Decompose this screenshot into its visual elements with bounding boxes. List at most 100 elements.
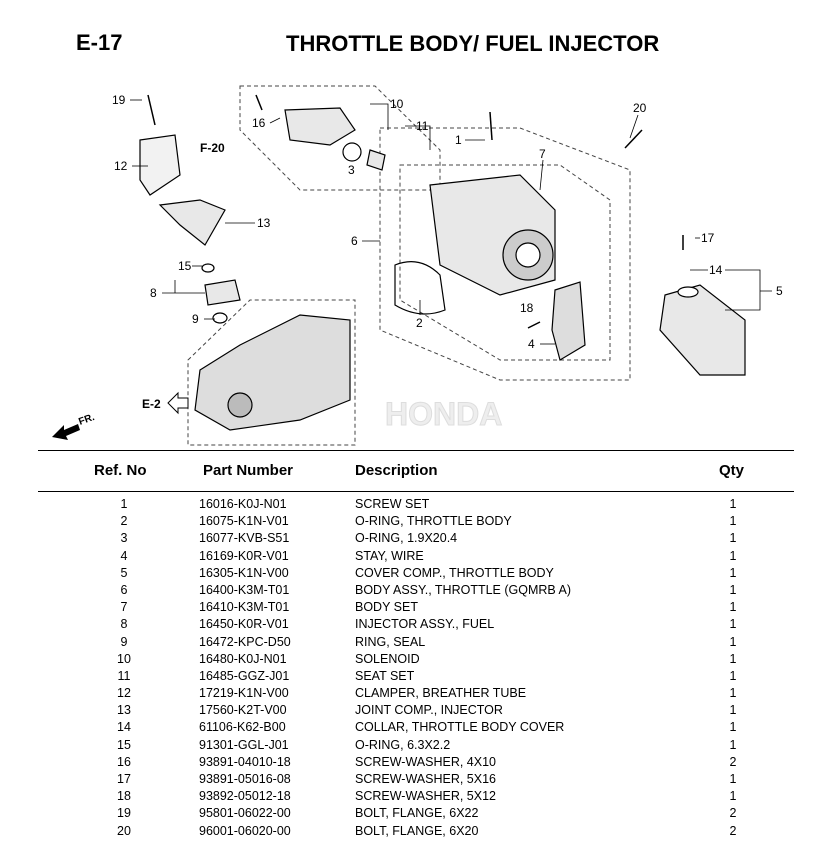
description: STAY, WIRE: [355, 548, 424, 563]
callout-1: 1: [455, 133, 462, 147]
honda-watermark: HONDA: [385, 396, 502, 432]
qty: 1: [729, 617, 737, 632]
ref-no: 11: [117, 668, 131, 683]
group-box-intake: [187, 299, 356, 446]
col-header-ref: Ref. No: [94, 462, 147, 479]
description: O-RING, 1.9X20.4: [355, 531, 458, 546]
col-header-desc: Description: [355, 462, 438, 479]
callout-10: 10: [390, 97, 404, 111]
stay-part: [551, 281, 586, 361]
ref-no: 3: [120, 531, 128, 546]
qty: 1: [729, 600, 737, 615]
description: BODY SET: [355, 600, 418, 615]
ref-no: 5: [120, 565, 128, 580]
ref-f20: F-20: [200, 141, 225, 155]
ref-no: 7: [120, 600, 128, 615]
part-number: 16075-K1N-V01: [199, 514, 289, 529]
col-header-part: Part Number: [203, 462, 294, 479]
qty: 1: [729, 531, 737, 546]
qty: 1: [729, 634, 737, 649]
clamper-part: [139, 134, 181, 196]
callout-20: 20: [633, 101, 647, 115]
description: SCREW-WASHER, 4X10: [355, 754, 497, 769]
callout-19: 19: [112, 93, 126, 107]
table-row: 7 16410-K3M-T01 BODY SET 1: [0, 599, 840, 616]
front-arrow-icon: [52, 424, 80, 440]
callout-9: 9: [192, 312, 199, 326]
table-row: 4 16169-K0R-V01 STAY, WIRE 1: [0, 548, 840, 565]
table-top-rule: [38, 450, 794, 451]
description: O-RING, 6.3X2.2: [355, 737, 451, 752]
page-title: THROTTLE BODY/ FUEL INJECTOR: [286, 31, 660, 56]
section-code: E-17: [76, 30, 123, 55]
callout-14: 14: [709, 263, 723, 277]
ref-no: 4: [120, 548, 128, 563]
description: SOLENOID: [355, 651, 420, 666]
qty: 1: [729, 565, 737, 580]
qty: 1: [729, 737, 737, 752]
part-number: 17219-K1N-V00: [199, 686, 289, 701]
callout-17: 17: [701, 231, 715, 245]
part-number: 17560-K2T-V00: [199, 703, 287, 718]
ref-no: 1: [120, 497, 128, 511]
table-header-rule: [38, 491, 794, 492]
part-number: 16485-GGZ-J01: [199, 668, 290, 683]
callout-7: 7: [539, 147, 546, 161]
callout-8: 8: [150, 286, 157, 300]
qty: 1: [729, 497, 737, 511]
description: INJECTOR ASSY., FUEL: [355, 617, 495, 632]
part-number: 61106-K62-B00: [199, 720, 286, 735]
ref-fr: FR.: [77, 412, 96, 428]
part-number: 16016-K0J-N01: [199, 497, 287, 511]
qty: 1: [729, 582, 737, 597]
ref-no: 9: [120, 634, 128, 649]
oring-2: [394, 261, 446, 315]
part-number: 16410-K3M-T01: [199, 600, 290, 615]
ref-no: 19: [117, 806, 131, 821]
cover-part: [659, 284, 746, 376]
ref-no: 20: [117, 823, 131, 838]
description: SEAT SET: [355, 668, 415, 683]
ref-no: 8: [120, 617, 128, 632]
qty: 2: [729, 806, 737, 821]
ref-e2: E-2: [142, 397, 161, 411]
part-number: 16480-K0J-N01: [199, 651, 287, 666]
part-number: 16169-K0R-V01: [199, 548, 289, 563]
callout-6: 6: [351, 234, 358, 248]
part-number: 93891-05016-08: [199, 772, 291, 786]
qty: 2: [729, 823, 737, 838]
ref-no: 16: [117, 754, 131, 769]
callout-2: 2: [416, 316, 423, 330]
injector-part: [204, 279, 241, 306]
solenoid-part: [284, 107, 356, 146]
description: RING, SEAL: [355, 634, 426, 649]
part-number: 93892-05012-18: [199, 789, 291, 804]
qty: 1: [729, 720, 737, 735]
qty: 1: [729, 772, 737, 786]
group-box-6: [379, 127, 631, 381]
qty: 1: [729, 548, 737, 563]
description: COLLAR, THROTTLE BODY COVER: [355, 720, 565, 735]
callout-12: 12: [114, 159, 128, 173]
ref-no: 17: [117, 772, 131, 786]
intake-joint-part: [194, 314, 351, 431]
description: BOLT, FLANGE, 6X22: [355, 806, 479, 821]
qty: 1: [729, 514, 737, 529]
ref-no: 10: [117, 651, 131, 666]
callout-11: 11: [416, 119, 429, 133]
